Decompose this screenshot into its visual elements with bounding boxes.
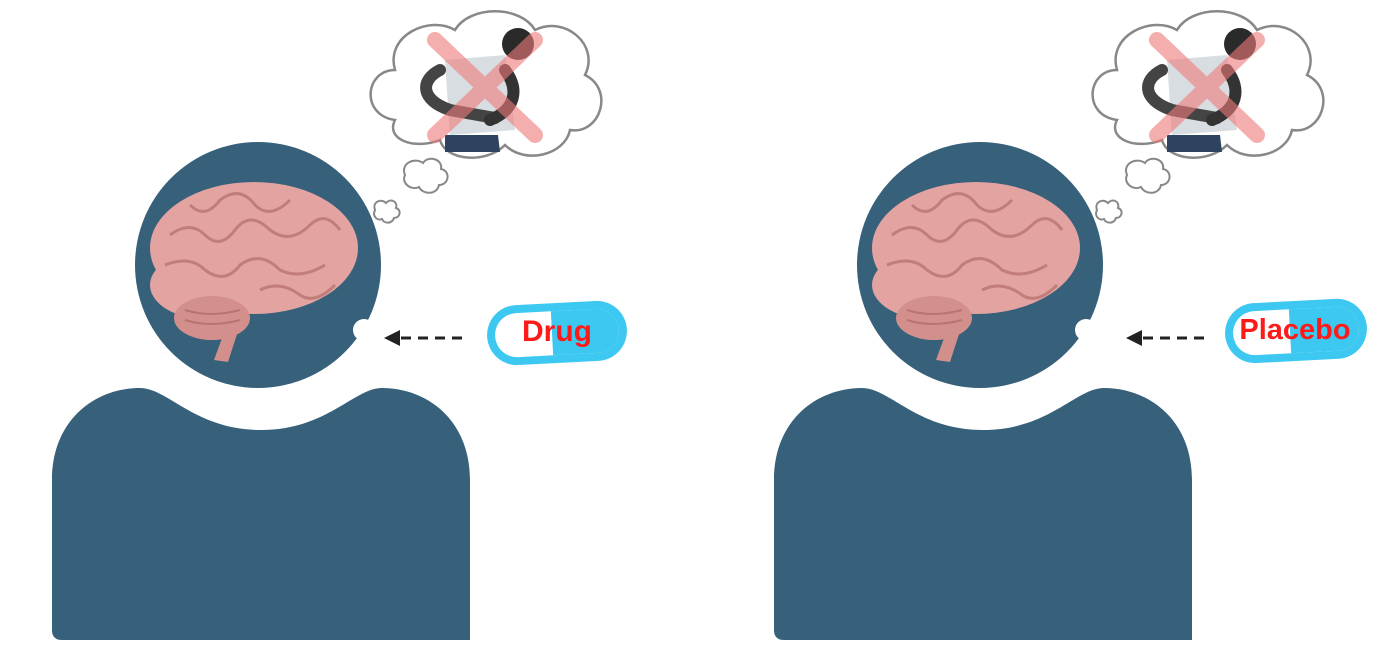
brain-icon (150, 182, 358, 362)
person-body (52, 388, 470, 640)
pill-label-placebo: Placebo (1239, 314, 1351, 346)
pill-label-drug: Drug (522, 315, 592, 348)
placebo-panel: Placebo (722, 0, 1399, 664)
pill-capsule-icon (1225, 298, 1367, 364)
drug-panel: Drug (52, 10, 627, 640)
person-body (774, 388, 1192, 640)
mouth-notch (353, 319, 375, 341)
cross-out-icon (427, 32, 543, 143)
mouth-notch (1075, 319, 1097, 341)
dashed-arrow-icon (1126, 330, 1204, 346)
dashed-arrow-icon (384, 330, 462, 346)
drug-scene (52, 10, 627, 640)
brain-icon (872, 182, 1080, 362)
cross-out-icon (1149, 32, 1265, 143)
pill-capsule-icon (487, 300, 627, 366)
placebo-scene (774, 10, 1367, 640)
